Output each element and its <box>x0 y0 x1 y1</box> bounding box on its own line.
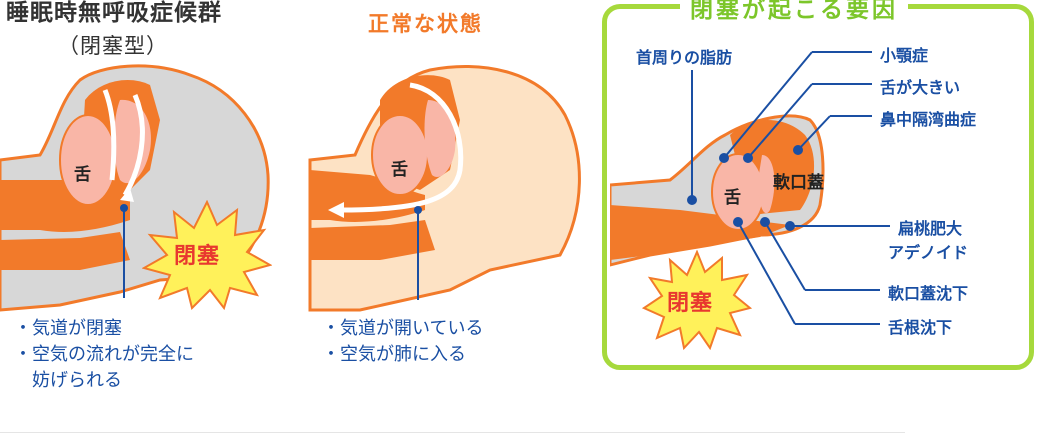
osa-bullet-2: ・空気の流れが完全に <box>14 344 194 365</box>
osa-burst <box>142 200 272 310</box>
osa-tongue-label: 舌 <box>74 165 91 185</box>
label-neck-fat: 首周りの脂肪 <box>636 48 733 67</box>
normal-tongue-label: 舌 <box>391 160 408 180</box>
causes-burst <box>642 250 752 350</box>
normal-bullet-2: ・空気が肺に入る <box>322 344 466 365</box>
osa-bullet-1: ・気道が閉塞 <box>14 318 122 339</box>
label-adenoids: アデノイド <box>888 243 969 262</box>
causes-head-illustration <box>610 114 825 267</box>
causes-title: 閉塞が起こる要因 <box>680 0 908 24</box>
osa-head-illustration <box>0 64 270 312</box>
osa-burst-label: 閉塞 <box>174 244 221 269</box>
normal-bullet-1: ・気道が開いている <box>322 318 484 339</box>
label-deviated-septum: 鼻中隔湾曲症 <box>880 110 977 129</box>
label-large-tongue: 舌が大きい <box>880 78 961 97</box>
osa-title-line2: （閉塞型） <box>58 34 168 58</box>
osa-bullet-3: 妨げられる <box>14 370 122 391</box>
causes-burst-label: 閉塞 <box>667 291 714 316</box>
causes-soft-palate-label: 軟口蓋 <box>773 173 824 193</box>
label-tongue-base-sag: 舌根沈下 <box>888 318 953 337</box>
bottom-divider <box>0 432 905 433</box>
causes-tongue-label: 舌 <box>724 188 741 208</box>
label-tonsils: 扁桃肥大 <box>898 219 963 238</box>
label-micrognathia: 小顎症 <box>880 46 929 65</box>
label-soft-palate-sag: 軟口蓋沈下 <box>888 284 969 303</box>
normal-title: 正常な状態 <box>368 12 483 36</box>
osa-title-line1: 睡眠時無呼吸症候群 <box>6 0 222 26</box>
normal-head-illustration <box>308 64 581 312</box>
